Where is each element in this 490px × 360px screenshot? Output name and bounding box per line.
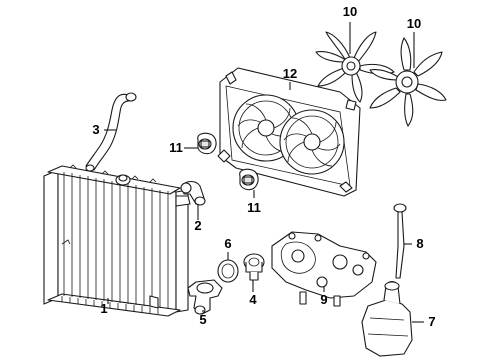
callout-6: 6 [224,236,231,251]
callout-9: 9 [320,292,327,307]
fan-blade-left [315,31,395,103]
callout-12: 12 [283,66,297,81]
callout-10-left: 10 [343,4,357,19]
leader-lines [104,22,424,323]
thermostat [243,253,265,281]
callout-4: 4 [249,292,257,307]
fan-blade-right [369,37,447,127]
callout-numbers: 1 2 3 4 5 6 7 8 9 10 10 11 11 12 [92,4,435,329]
callout-7: 7 [428,314,435,329]
thermostat-housing [187,279,223,315]
water-pump [271,231,377,307]
radiator [43,164,191,317]
callout-10-right: 10 [407,16,421,31]
fan-motor-upper [197,132,217,155]
upper-radiator-hose [85,92,137,172]
callout-5: 5 [199,312,206,327]
callout-11-lower: 11 [247,200,261,215]
callout-3: 3 [92,122,99,137]
fan-motor-lower [239,168,259,191]
callout-2: 2 [194,218,201,233]
coolant-reservoir [361,280,413,357]
hose-elbow [180,180,206,206]
callout-1: 1 [100,301,107,316]
callout-11-upper: 11 [169,140,183,155]
callout-8: 8 [416,236,423,251]
fan-shroud [217,67,361,197]
thermostat-gasket [217,259,239,283]
level-sensor [393,203,407,279]
